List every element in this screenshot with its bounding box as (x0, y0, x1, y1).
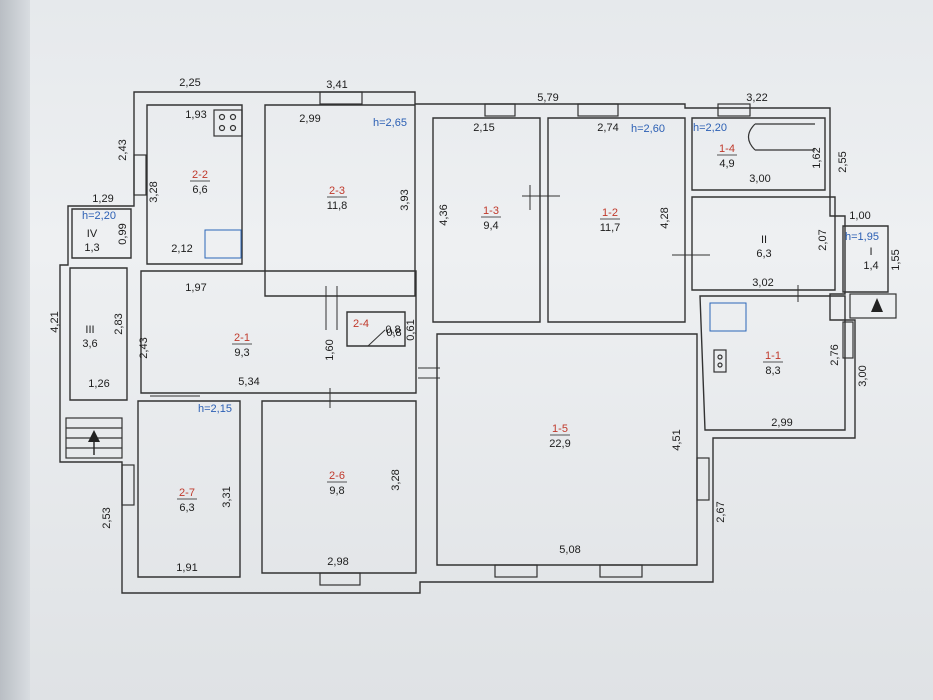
dimension-label: 2,55 (837, 151, 849, 172)
ceiling-height-labels: h=2,65 h=2,60 h=2,20 h=2,20 h=1,95 h=2,15 (82, 117, 879, 415)
room-labels: 2-2 6,6 2-3 11,8 1-3 9,4 1-2 11,7 1-4 4,9 2-1 9,3 1-… (177, 143, 783, 514)
room-number: 2-6 (329, 470, 345, 482)
page-binding-edge (0, 0, 30, 700)
dimension-label: 3,31 (221, 486, 233, 507)
room-number: 1-4 (719, 143, 735, 155)
dimension-label: 1,60 (324, 339, 336, 360)
ceiling-height-label: h=2,20 (693, 122, 727, 134)
dimension-label: 1,62 (811, 147, 823, 168)
dimension-label: 3,00 (749, 173, 770, 185)
room-area: 11,7 (600, 222, 621, 234)
room-area: 22,9 (549, 438, 570, 450)
dimension-label: 1,91 (176, 562, 197, 574)
dimension-label: 1,55 (890, 249, 902, 270)
room-number: 1-1 (765, 350, 781, 362)
dimension-label: 2,43 (117, 139, 129, 160)
dimension-label: 0,61 (405, 319, 417, 340)
dimension-label: 2,99 (771, 417, 792, 429)
dimension-label: 2,15 (473, 122, 494, 134)
room-number: 2-1 (234, 332, 250, 344)
aux-room-number: III (85, 324, 94, 336)
entry-arrows (88, 298, 883, 455)
room-area: 6,6 (192, 184, 207, 196)
dimension-label: 2,74 (597, 122, 618, 134)
dimension-label: 4,28 (659, 207, 671, 228)
dimension-label: 1,93 (185, 109, 206, 121)
dimension-label: 2,67 (715, 501, 727, 522)
ceiling-height-label: h=2,65 (373, 117, 407, 129)
dimension-label: 5,34 (238, 376, 259, 388)
door-ticks (150, 185, 799, 408)
aux-room-area: 6,3 (756, 248, 771, 260)
room-number: 1-2 (602, 207, 618, 219)
dimension-label: 0,8 (385, 324, 400, 336)
aux-room-area: 1,4 (863, 260, 878, 272)
room-area: 9,4 (483, 220, 498, 232)
dimension-label: 3,22 (746, 92, 767, 104)
dimension-label: 2,99 (299, 113, 320, 125)
ceiling-height-label: h=1,95 (845, 231, 879, 243)
dimension-label: 2,83 (113, 313, 125, 334)
room-area: 0,8 (386, 327, 401, 339)
room-number: 2-7 (179, 487, 195, 499)
room-area: 9,8 (329, 485, 344, 497)
dimension-label: 1,26 (88, 378, 109, 390)
dimension-labels: 2,25 3,41 5,79 3,22 2,43 1,93 2,99 2,15 2,74 3,28… (49, 77, 902, 574)
walls (59, 91, 889, 594)
dimension-label: 3,93 (399, 189, 411, 210)
room-area: 6,3 (179, 502, 194, 514)
dimension-label: 3,00 (857, 365, 869, 386)
dimension-label: 2,53 (101, 507, 113, 528)
dimension-label: 2,12 (171, 243, 192, 255)
room-number: 2-2 (192, 169, 208, 181)
dimension-label: 3,28 (148, 181, 160, 202)
dimension-label: 4,51 (671, 429, 683, 450)
ceiling-height-label: h=2,60 (631, 123, 665, 135)
radiators (204, 229, 747, 332)
small-room-label: 2-4 0,8 (353, 318, 402, 339)
dimension-label: 2,25 (179, 77, 200, 89)
dimension-label: 4,21 (49, 311, 61, 332)
dimension-label: 2,98 (327, 556, 348, 568)
room-number: 1-5 (552, 423, 568, 435)
windows (121, 91, 854, 586)
dimension-label: 2,43 (138, 337, 150, 358)
dimension-label: 1,29 (92, 193, 113, 205)
dimension-label: 3,02 (752, 277, 773, 289)
room-number: 1-3 (483, 205, 499, 217)
aux-room-number: II (761, 234, 767, 246)
room-area: 8,3 (765, 365, 780, 377)
fixtures (213, 109, 815, 373)
room-area: 4,9 (719, 158, 734, 170)
room-area: 11,8 (327, 200, 348, 212)
room-number: 2-4 (353, 318, 369, 330)
ceiling-height-label: h=2,15 (198, 403, 232, 415)
aux-room-number: IV (87, 228, 98, 240)
aux-room-area: 1,3 (84, 242, 99, 254)
aux-room-number: I (869, 246, 872, 258)
dimension-label: 3,41 (326, 79, 347, 91)
dimension-label: 3,28 (390, 469, 402, 490)
room-number: 2-3 (329, 185, 345, 197)
ceiling-height-label: h=2,20 (82, 210, 116, 222)
room-area: 9,3 (234, 347, 249, 359)
dimension-label: 2,76 (829, 344, 841, 365)
dimension-label: 4,36 (438, 204, 450, 225)
dimension-label: 0,99 (117, 223, 129, 244)
dimension-label: 1,00 (849, 210, 870, 222)
aux-room-area: 3,6 (82, 338, 97, 350)
dimension-label: 5,79 (537, 92, 558, 104)
dimension-label: 2,07 (817, 229, 829, 250)
dimension-label: 1,97 (185, 282, 206, 294)
dimension-label: 5,08 (559, 544, 580, 556)
